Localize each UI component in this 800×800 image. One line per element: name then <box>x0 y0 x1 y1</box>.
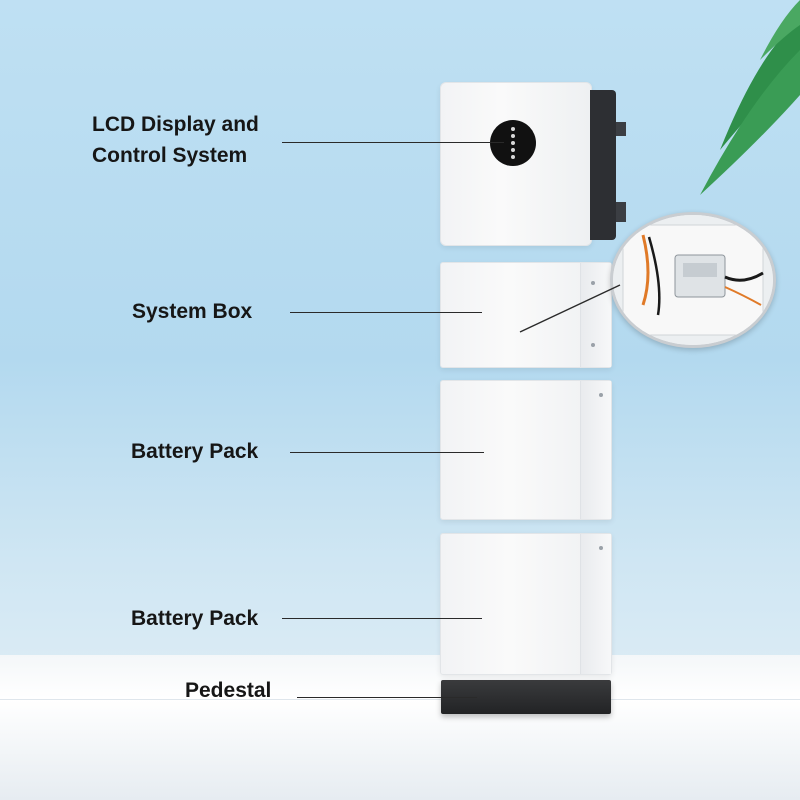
leader-line-lcd <box>282 142 504 143</box>
battery-pack-unit-1 <box>440 380 612 520</box>
leader-line-system-box <box>290 312 482 313</box>
palm-leaf-icon <box>700 0 800 195</box>
wiring-detail-drawing <box>613 215 773 345</box>
label-pedestal: Pedestal <box>185 679 272 702</box>
inverter-side-panel <box>590 90 616 240</box>
inverter-side-bracket <box>616 202 626 222</box>
wiring-inset-icon <box>610 212 776 348</box>
leader-line-battery-pack-1 <box>290 452 484 453</box>
battery-pack-unit-2 <box>440 533 612 675</box>
inverter-unit <box>440 82 626 246</box>
label-battery-pack-1: Battery Pack <box>131 440 259 463</box>
label-lcd-display-line1: LCD Display and <box>92 113 259 136</box>
floor-ledge <box>0 700 800 800</box>
label-system-box: System Box <box>132 300 253 323</box>
leader-line-battery-pack-2 <box>282 618 482 619</box>
inverter-side-bracket <box>616 122 626 136</box>
leader-line-pedestal <box>297 697 477 698</box>
leader-line-inset <box>519 284 621 333</box>
label-battery-pack-2: Battery Pack <box>131 607 259 630</box>
label-lcd-display-line2: Control System <box>92 144 248 167</box>
system-box-unit <box>440 262 612 368</box>
circular-led-panel-icon <box>490 120 536 166</box>
